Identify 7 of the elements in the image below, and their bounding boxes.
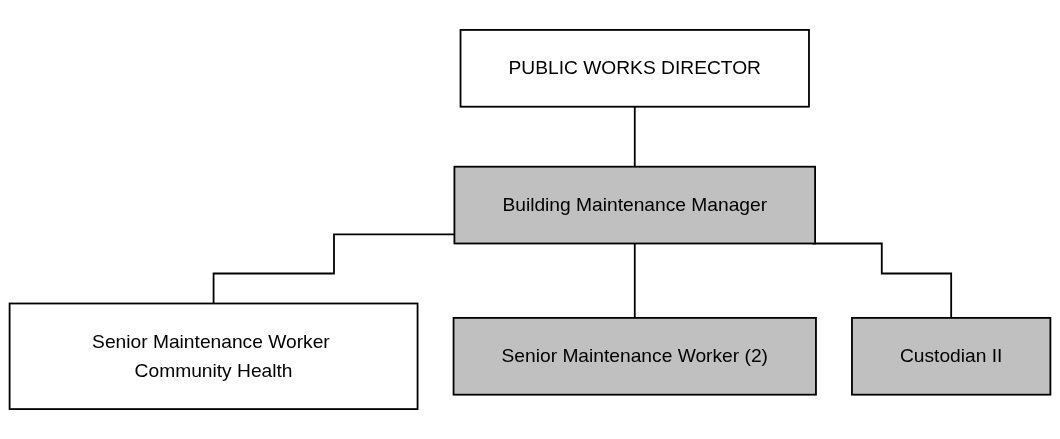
node-box: Senior Maintenance Worker Community Health <box>8 302 419 410</box>
node-box: PUBLIC WORKS DIRECTOR <box>459 29 810 108</box>
connector <box>633 242 636 319</box>
node-box: Senior Maintenance Worker (2) <box>452 317 817 396</box>
node-box: Building Maintenance Manager <box>453 165 816 245</box>
node-box: Custodian II <box>851 317 1052 396</box>
connector <box>633 105 636 168</box>
